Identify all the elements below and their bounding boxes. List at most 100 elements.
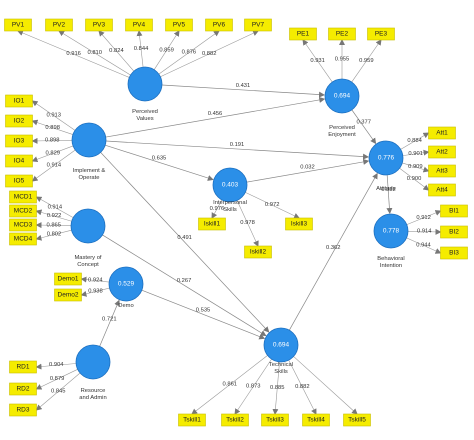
path-coefficient-label: 0.456 <box>208 111 223 117</box>
indicator-box-iskill2 <box>244 245 272 259</box>
indicator-box-bi3 <box>440 246 468 260</box>
indicator-box-pv1 <box>4 18 32 32</box>
indicator-loading-label: 0.861 <box>223 382 238 388</box>
indicator-box-pv5 <box>165 18 193 32</box>
indicator-loading-label: 0.879 <box>50 376 65 382</box>
indicator-loading-line <box>351 39 382 83</box>
construct-r2-value: 0.694 <box>273 342 290 349</box>
indicator-box-pe3 <box>367 27 395 41</box>
path-arrow-io-ts <box>100 152 270 333</box>
indicator-label: BI1 <box>449 208 459 215</box>
indicator-label: RD3 <box>16 407 29 414</box>
indicator-loading-label: 0.900 <box>407 176 422 182</box>
indicator-loading-line <box>406 237 442 254</box>
indicator-loading-line <box>302 39 333 83</box>
path-coefficient-label: 0.491 <box>177 235 192 241</box>
indicator-loading-line <box>35 363 77 370</box>
indicator-box-tskill1 <box>178 413 206 427</box>
path-coefficient-label: 0.191 <box>230 142 245 148</box>
construct-node-de <box>108 266 144 302</box>
indicator-loading-line <box>136 30 144 68</box>
path-arrow-de-ts <box>141 289 266 340</box>
construct-r2-value: 0.778 <box>383 228 400 235</box>
indicator-label: IO3 <box>14 138 25 145</box>
indicator-label: Iskill1 <box>204 221 221 228</box>
indicator-loading-label: 0.913 <box>46 113 61 119</box>
indicator-loading-line <box>245 192 300 219</box>
indicator-loading-line <box>160 30 259 78</box>
indicator-loading-line <box>98 30 135 72</box>
indicator-box-pv6 <box>205 18 233 32</box>
indicator-label: PV1 <box>12 22 25 29</box>
indicator-box-pv3 <box>85 18 113 32</box>
indicator-loading-line <box>35 229 72 241</box>
construct-node-at <box>368 140 404 176</box>
indicator-label: Tskill5 <box>348 417 366 424</box>
path-arrow-io-at <box>105 140 370 160</box>
indicator-loading-label: 0.845 <box>51 389 66 395</box>
indicator-loading-label: 0.882 <box>202 51 217 57</box>
indicator-loading-line <box>158 30 220 75</box>
path-arrow-io-is <box>105 144 214 181</box>
construct-node-io <box>71 122 107 158</box>
indicator-loading-label: 0.898 <box>45 125 60 131</box>
construct-r2-value: 0.529 <box>118 281 135 288</box>
indicator-loading-label: 0.931 <box>310 58 325 64</box>
indicator-loading-label: 0.922 <box>47 213 62 219</box>
path-arrow-at-bi <box>386 174 393 215</box>
indicator-label: PV4 <box>133 22 146 29</box>
construct-r2-value: 0.776 <box>378 155 395 162</box>
path-arrow-ra-de <box>99 299 120 347</box>
indicator-label: Iskill3 <box>291 221 308 228</box>
indicator-label: PV6 <box>213 22 226 29</box>
indicator-loading-line <box>293 356 358 415</box>
indicator-label: BI3 <box>449 250 459 257</box>
path-coefficient-label: 0.377 <box>356 120 371 126</box>
indicator-loading-line <box>211 199 223 219</box>
indicator-box-mcd2 <box>9 204 37 218</box>
indicator-loading-label: 0.914 <box>417 229 432 235</box>
construct-node-pv <box>127 66 163 102</box>
indicator-loading-label: 0.976 <box>210 206 225 212</box>
indicator-label: Att4 <box>436 187 448 194</box>
indicator-loading-label: 0.844 <box>134 46 149 52</box>
indicator-loading-line <box>402 162 430 173</box>
indicator-loading-line <box>35 369 78 390</box>
path-arrow-pe-at <box>351 109 377 145</box>
indicator-box-att3 <box>428 164 456 178</box>
indicator-loading-label: 0.810 <box>88 50 103 56</box>
indicator-loading-label: 0.829 <box>46 150 61 156</box>
construct-node-is <box>212 167 248 203</box>
indicator-loading-label: 0.912 <box>416 215 431 221</box>
indicator-box-pv2 <box>45 18 73 32</box>
path-coefficient-label: 0.431 <box>236 83 251 89</box>
indicator-loading-label: 0.924 <box>88 278 103 284</box>
indicator-loading-line <box>400 132 430 150</box>
indicator-box-iskill1 <box>198 217 226 231</box>
indicator-loading-label: 0.916 <box>66 51 81 57</box>
indicator-label: MCD3 <box>14 222 33 229</box>
indicator-box-pe1 <box>289 27 317 41</box>
path-coefficient-label: 0.635 <box>152 155 167 161</box>
indicator-label: Iskill2 <box>250 249 267 256</box>
indicator-label: MCD4 <box>14 236 33 243</box>
indicator-box-pe2 <box>328 27 356 41</box>
indicator-box-rd1 <box>9 360 37 374</box>
indicator-label: Tskill1 <box>183 417 201 424</box>
indicator-loading-line <box>153 30 180 70</box>
indicator-loading-line <box>406 210 442 225</box>
indicator-loading-line <box>399 167 430 191</box>
indicator-loading-label: 0.914 <box>48 204 63 210</box>
indicator-loading-line <box>288 360 317 415</box>
indicator-label: IO4 <box>14 158 25 165</box>
construct-r2-value: 0.694 <box>334 93 351 100</box>
indicator-box-tskill4 <box>302 413 330 427</box>
indicator-loading-label: 0.901 <box>408 151 423 157</box>
indicator-label: PV3 <box>93 22 106 29</box>
indicator-label: PE2 <box>336 31 349 38</box>
indicator-loading-line <box>31 100 76 131</box>
path-arrow-io-pe <box>105 96 326 138</box>
indicator-box-io1 <box>5 94 33 108</box>
